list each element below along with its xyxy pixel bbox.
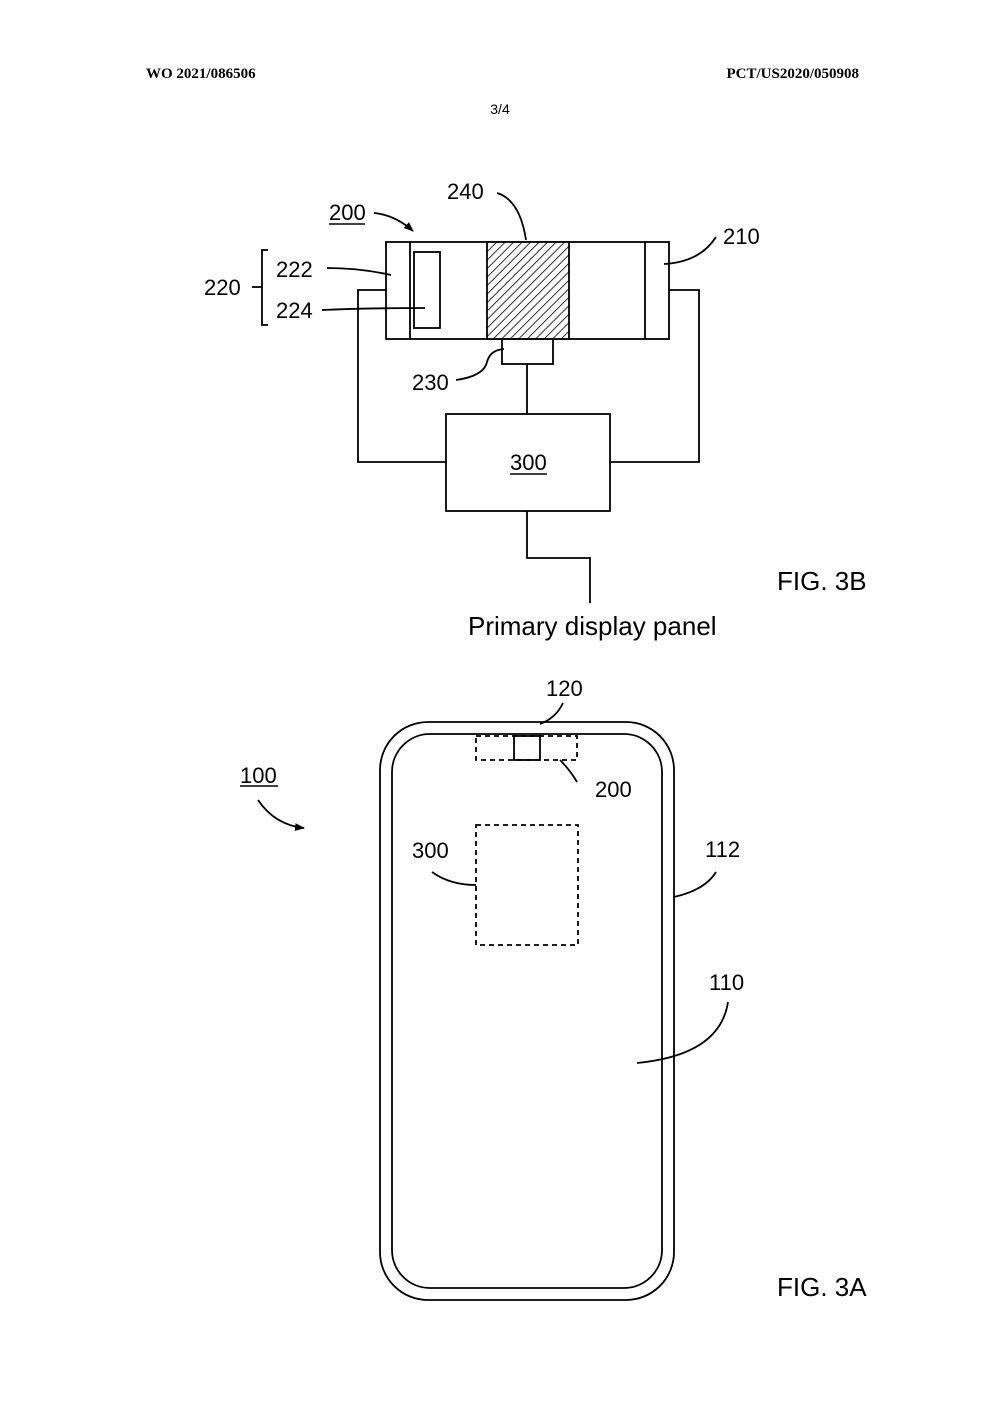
device-housing-112 xyxy=(379,721,675,1301)
ref-110: 110 xyxy=(709,970,744,995)
caption-fig-3a: FIG. 3A xyxy=(777,1272,867,1302)
wire-to-display xyxy=(526,511,591,603)
component-120 xyxy=(513,735,541,761)
leader-230 xyxy=(455,348,505,381)
ref-112: 112 xyxy=(705,837,740,862)
arrow-200 xyxy=(373,212,414,232)
leader-240 xyxy=(496,192,527,241)
ref-240: 240 xyxy=(447,179,484,204)
caption-fig-3b: FIG. 3B xyxy=(777,566,867,596)
ref-200-b: 200 xyxy=(329,200,366,225)
sheet-number: 3/4 xyxy=(490,101,510,117)
ref-222: 222 xyxy=(276,257,313,282)
leader-110 xyxy=(636,1001,729,1064)
ref-300-b: 300 xyxy=(510,450,547,475)
component-224 xyxy=(413,251,441,329)
leader-222 xyxy=(326,267,392,276)
wire-right xyxy=(610,289,700,463)
fig-3a xyxy=(240,702,729,1301)
leader-210 xyxy=(663,236,717,265)
ref-220: 220 xyxy=(204,275,241,300)
ref-200-a: 200 xyxy=(595,777,632,802)
ref-224: 224 xyxy=(276,298,313,323)
fig-3b xyxy=(252,192,717,603)
publication-number: WO 2021/086506 xyxy=(146,66,256,82)
module-200-dashed xyxy=(475,735,578,761)
ref-100: 100 xyxy=(240,763,277,788)
wire-left xyxy=(357,289,446,463)
display-110 xyxy=(391,733,663,1289)
controller-300-dashed xyxy=(475,824,579,946)
ref-230: 230 xyxy=(412,370,449,395)
ref-120: 120 xyxy=(546,676,583,701)
leader-300-a xyxy=(431,871,477,886)
primary-display-panel-label: Primary display panel xyxy=(468,611,717,641)
leader-120 xyxy=(539,702,564,725)
bracket-220 xyxy=(261,249,268,326)
leader-200-a xyxy=(559,759,578,783)
leader-224 xyxy=(321,307,426,311)
hatched-region-240 xyxy=(486,241,570,340)
arrow-100 xyxy=(257,799,305,832)
application-number: PCT/US2020/050908 xyxy=(726,66,859,82)
leader-112 xyxy=(673,871,717,898)
ref-210: 210 xyxy=(723,224,760,249)
component-230 xyxy=(501,338,554,365)
ref-300-a: 300 xyxy=(412,838,449,863)
